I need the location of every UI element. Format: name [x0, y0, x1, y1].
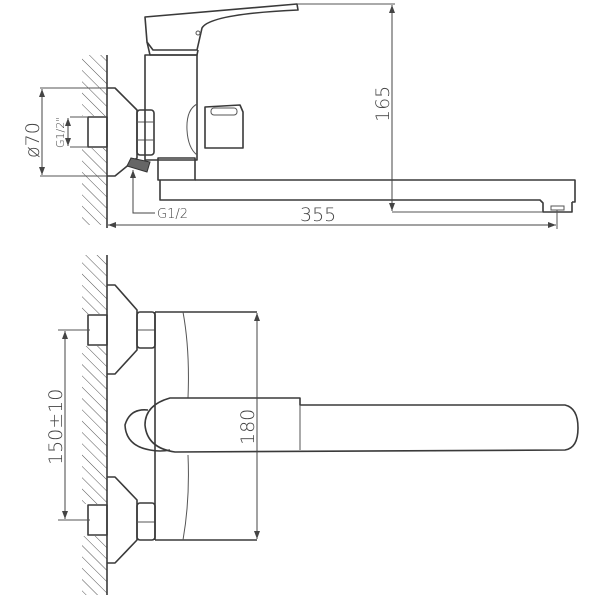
spout-front: [144, 397, 579, 453]
diverter-knob-slot: [210, 107, 238, 116]
aerator-filter: [126, 157, 151, 173]
wall-pipe: [87, 116, 108, 148]
spout-connector: [157, 157, 196, 181]
spout: [195, 179, 576, 203]
lever-knob-front: [124, 408, 171, 452]
body-front-contour: [182, 311, 189, 541]
upper-flange: [107, 284, 138, 375]
spout-nozzle: [550, 205, 565, 211]
handle-base: [146, 41, 199, 56]
body-contour: [186, 103, 198, 156]
body-height-label: 180: [237, 409, 259, 445]
outlet-thread-leader: [130, 170, 155, 214]
diverter-knob: [204, 104, 244, 149]
flange-diameter-label: ø70: [22, 122, 44, 158]
lower-flange: [107, 476, 138, 564]
mixer-body: [144, 54, 198, 161]
front-view: 150±10 180: [45, 255, 579, 595]
handle-pivot: [195, 30, 201, 36]
inlet-spacing-label: 150±10: [45, 389, 67, 465]
mixer-body-front: [154, 311, 257, 541]
height-label: 165: [372, 86, 394, 122]
lever-handle: [144, 3, 299, 51]
wall-cutout: [82, 116, 108, 148]
wall-thread-label: G1/2": [54, 117, 67, 148]
reach-label: 355: [300, 204, 336, 226]
side-view: G1/2" ø70 G1/2 165 355: [22, 3, 576, 229]
wall-hatch-bottom: [82, 255, 107, 595]
outlet-thread-label: G1/2: [157, 207, 188, 222]
spout-underside: [159, 180, 573, 213]
